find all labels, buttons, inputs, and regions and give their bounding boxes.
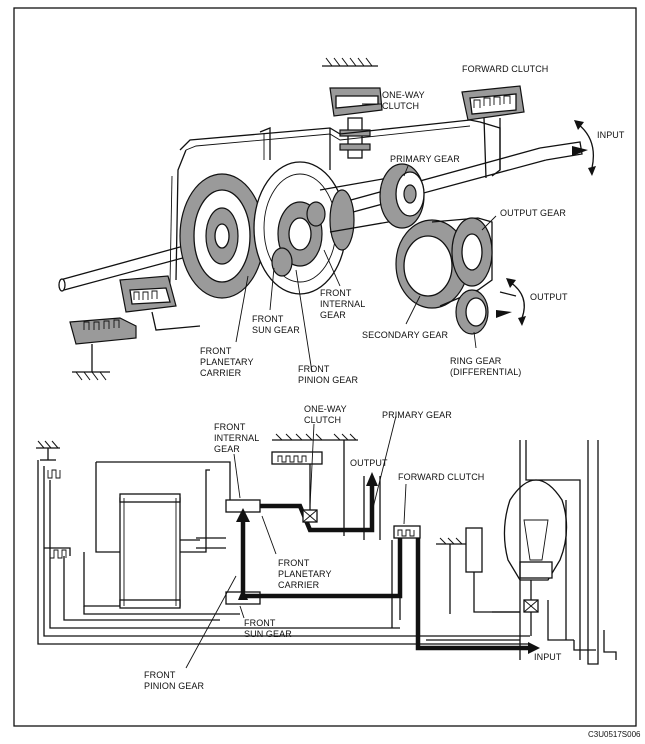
top-labels: FORWARD CLUTCH ONE-WAY CLUTCH INPUT PRIM… bbox=[200, 64, 625, 385]
schematic-right-ground bbox=[436, 537, 466, 614]
label-front-pinion-top-line1: FRONT bbox=[298, 364, 330, 374]
label-input-bottom: INPUT bbox=[534, 652, 562, 662]
schematic-output-arrow bbox=[366, 472, 378, 486]
label-front-pinion-bottom-line2: PINION GEAR bbox=[144, 681, 205, 691]
left-ground bbox=[72, 371, 110, 381]
schematic-front-planetary bbox=[119, 497, 181, 607]
schematic-left-clutch-a bbox=[47, 469, 61, 479]
label-front-internal-top-line1: FRONT bbox=[320, 288, 352, 298]
label-front-internal-top-line2: INTERNAL bbox=[320, 299, 365, 309]
label-front-internal-bottom-line1: FRONT bbox=[214, 422, 246, 432]
label-front-carrier-bottom-line3: CARRIER bbox=[278, 580, 320, 590]
label-secondary-gear-top: SECONDARY GEAR bbox=[362, 330, 448, 340]
label-input-top: INPUT bbox=[597, 130, 625, 140]
label-one-way-clutch-top-line2: CLUTCH bbox=[382, 101, 419, 111]
schematic-forward-clutch bbox=[393, 525, 421, 539]
label-forward-clutch-bottom: FORWARD CLUTCH bbox=[398, 472, 484, 482]
label-output-top: OUTPUT bbox=[530, 292, 568, 302]
label-front-pinion-top-line2: PINION GEAR bbox=[298, 375, 359, 385]
schematic-input-arrow bbox=[528, 642, 540, 654]
schematic-left-clutch-b bbox=[49, 549, 67, 559]
schematic-primary-gear-block bbox=[465, 527, 483, 573]
label-ring-gear-top-line2: (DIFFERENTIAL) bbox=[450, 367, 521, 377]
label-one-way-clutch-bottom-line1: ONE-WAY bbox=[304, 404, 347, 414]
label-front-carrier-top-line3: CARRIER bbox=[200, 368, 242, 378]
label-front-sun-top-line2: SUN GEAR bbox=[252, 325, 300, 335]
label-ring-gear-top-line1: RING GEAR bbox=[450, 356, 502, 366]
output-arrow bbox=[496, 310, 512, 318]
label-front-sun-bottom-line1: FRONT bbox=[244, 618, 276, 628]
label-front-internal-top-line3: GEAR bbox=[320, 310, 346, 320]
label-front-carrier-bottom-line1: FRONT bbox=[278, 558, 310, 568]
input-rotation-arrow bbox=[577, 123, 595, 169]
label-front-pinion-bottom-line1: FRONT bbox=[144, 670, 176, 680]
schematic-one-way-clutch bbox=[271, 433, 358, 536]
input-shaft-arrow bbox=[572, 146, 588, 156]
one-way-clutch-ground bbox=[322, 57, 378, 67]
diagram-frame bbox=[13, 7, 637, 727]
cutaway-illustration bbox=[58, 57, 596, 381]
label-front-internal-bottom-line2: INTERNAL bbox=[214, 433, 259, 443]
label-primary-gear-top: PRIMARY GEAR bbox=[390, 154, 460, 164]
label-one-way-clutch-bottom-line2: CLUTCH bbox=[304, 415, 341, 425]
label-forward-clutch-top: FORWARD CLUTCH bbox=[462, 64, 548, 74]
label-front-internal-bottom-line3: GEAR bbox=[214, 444, 240, 454]
label-front-sun-top-line1: FRONT bbox=[252, 314, 284, 324]
label-primary-gear-bottom: PRIMARY GEAR bbox=[382, 410, 452, 420]
power-flow-schematic bbox=[36, 415, 617, 669]
label-front-sun-bottom-line2: SUN GEAR bbox=[244, 629, 292, 639]
bottom-labels: ONE-WAY CLUTCH PRIMARY GEAR FRONT INTERN… bbox=[144, 404, 562, 691]
label-output-bottom: OUTPUT bbox=[350, 458, 388, 468]
figure-code: C3U0517S006 bbox=[588, 730, 641, 739]
schematic-left-ground bbox=[36, 440, 60, 461]
label-output-gear-top: OUTPUT GEAR bbox=[500, 208, 566, 218]
output-rotation-arrow bbox=[509, 281, 525, 319]
label-one-way-clutch-top-line1: ONE-WAY bbox=[382, 90, 425, 100]
label-front-carrier-bottom-line2: PLANETARY bbox=[278, 569, 332, 579]
label-front-carrier-top-line1: FRONT bbox=[200, 346, 232, 356]
label-front-carrier-top-line2: PLANETARY bbox=[200, 357, 254, 367]
